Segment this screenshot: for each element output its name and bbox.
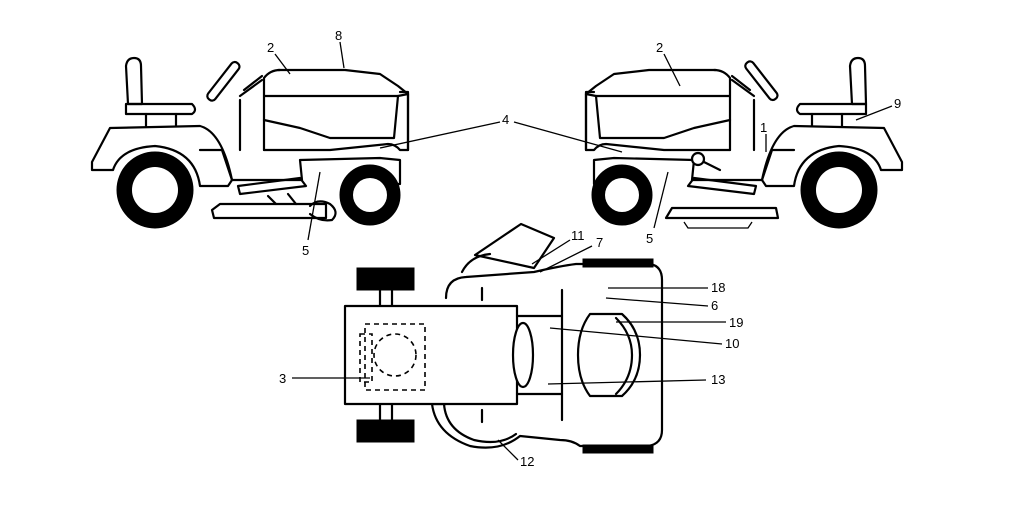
steering-wheel-top: [511, 321, 535, 389]
seat-cushion-right: [795, 102, 868, 116]
seat-cushion-left: [124, 102, 197, 116]
footrest-left: [236, 176, 308, 196]
callout-13: 13: [711, 372, 725, 387]
callout-1: 1: [760, 120, 767, 135]
steering-column-left: [238, 74, 264, 98]
rear-wheel-right: [800, 151, 878, 229]
leader-13: [547, 379, 707, 385]
dash-panel-top: [515, 314, 564, 396]
steering-column-right: [730, 74, 756, 98]
callout-2-right: 2: [656, 40, 663, 55]
tractor-side-view-left: [90, 56, 410, 229]
callout-5-right: 5: [646, 231, 653, 246]
front-wheel-right: [591, 164, 653, 226]
callout-9: 9: [894, 96, 901, 111]
leader-9: [855, 105, 893, 121]
leader-7: [539, 245, 593, 273]
tractor-side-view-right: [584, 56, 904, 229]
footrest-right: [686, 176, 758, 196]
seat-back-right: [848, 56, 868, 106]
front-wheel-left: [339, 164, 401, 226]
front-tire-bottom: [356, 419, 415, 443]
hood-side-left: [262, 92, 410, 140]
callout-19: 19: [729, 315, 743, 330]
leader-4-b: [513, 121, 623, 153]
callout-18: 18: [711, 280, 725, 295]
seat-top: [576, 312, 642, 398]
mower-deck-right: [664, 206, 780, 220]
dash-right: [594, 68, 756, 152]
rear-fender-right: [760, 124, 904, 188]
leader-4-a: [379, 121, 501, 149]
callout-12: 12: [520, 454, 534, 469]
deck-chute-left: [308, 200, 337, 222]
discharge-chute: [473, 222, 556, 270]
tractor-top-view: [343, 222, 664, 454]
chassis-left: [198, 148, 402, 186]
leader-lines: [274, 41, 893, 461]
seat-back-left: [124, 56, 144, 106]
seat-base-right: [810, 112, 844, 128]
engine-pulley-dashed: [373, 333, 417, 377]
deck-bracket-right: [683, 221, 753, 229]
leader-12: [497, 439, 519, 461]
leader-6: [605, 297, 709, 307]
leader-2-right: [663, 53, 681, 87]
engine-outline-dashed: [364, 323, 426, 391]
leader-2-left: [274, 53, 291, 75]
callout-labels: 2 8 5 4 2 9 1 5 11 7 18 6 19 10 13 3 12: [267, 28, 901, 469]
front-tire-top: [356, 267, 415, 291]
callout-2-left: 2: [267, 40, 274, 55]
leader-8: [339, 41, 345, 69]
callout-10: 10: [725, 336, 739, 351]
grille-right: [584, 90, 596, 152]
rear-wheel-left: [116, 151, 194, 229]
dash-left: [238, 68, 400, 152]
deck-lift-left: [266, 192, 298, 206]
callout-4: 4: [502, 112, 509, 127]
front-axle-bottom: [378, 403, 394, 422]
hood-right: [584, 68, 732, 152]
callout-3: 3: [279, 371, 286, 386]
chute-base: [460, 252, 492, 274]
callout-6: 6: [711, 298, 718, 313]
callout-5-left: 5: [302, 243, 309, 258]
mower-deck-left: [210, 202, 328, 220]
leader-5-left: [307, 171, 321, 241]
seat-base-left: [144, 112, 178, 128]
hood-left: [262, 68, 410, 152]
steering-wheel-left: [206, 60, 241, 102]
body-outline: [430, 262, 664, 449]
deck-edge-bottom: [442, 402, 518, 444]
callout-8: 8: [335, 28, 342, 43]
leader-10: [549, 327, 723, 345]
steering-wheel-right: [744, 60, 779, 102]
front-axle-top: [378, 288, 394, 308]
hood-side-right: [584, 92, 732, 140]
leader-11: [531, 239, 571, 265]
callout-7: 7: [596, 235, 603, 250]
seat-back-top: [614, 316, 634, 396]
grille-left: [398, 90, 410, 152]
callout-11: 11: [571, 228, 585, 243]
leader-5-right: [653, 171, 669, 229]
rear-fender-left: [90, 124, 234, 188]
battery-outline-dashed: [359, 333, 373, 383]
lift-lever-knob-right: [690, 151, 706, 167]
